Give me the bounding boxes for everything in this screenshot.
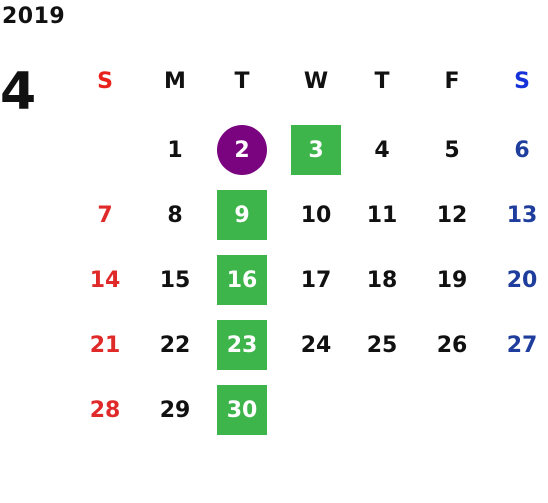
day-cell[interactable]: 21 — [70, 320, 140, 370]
day-cell[interactable]: 23 — [207, 320, 277, 370]
day-number: 4 — [374, 137, 390, 163]
day-cell[interactable]: 18 — [347, 255, 417, 305]
day-number: 2 — [234, 137, 250, 163]
highlight-marker — [291, 125, 341, 175]
day-number: 30 — [226, 397, 258, 423]
calendar-month: 4 — [0, 62, 37, 122]
day-cell[interactable]: 7 — [70, 190, 140, 240]
weekday-label: S — [514, 68, 530, 94]
day-cell[interactable]: 30 — [207, 385, 277, 435]
weekday-label: S — [97, 68, 113, 94]
day-number: 10 — [300, 202, 332, 228]
day-number: 8 — [167, 202, 183, 228]
day-number: 22 — [159, 332, 191, 358]
weekday-label: T — [374, 68, 390, 94]
day-number: 29 — [159, 397, 191, 423]
day-cell[interactable]: 12 — [417, 190, 487, 240]
weekday-label: F — [444, 68, 460, 94]
day-number: 28 — [89, 397, 121, 423]
day-number: 14 — [89, 267, 121, 293]
day-number: 20 — [506, 267, 538, 293]
day-cell[interactable]: 1 — [140, 125, 210, 175]
day-cell[interactable]: 19 — [417, 255, 487, 305]
highlight-marker — [217, 255, 267, 305]
day-number: 12 — [436, 202, 468, 228]
day-cell[interactable]: 28 — [70, 385, 140, 435]
day-cell[interactable]: 6 — [487, 125, 548, 175]
day-cell[interactable]: 8 — [140, 190, 210, 240]
day-cell[interactable]: 5 — [417, 125, 487, 175]
day-number: 5 — [444, 137, 460, 163]
day-number: 16 — [226, 267, 258, 293]
day-number: 21 — [89, 332, 121, 358]
day-cell[interactable]: 27 — [487, 320, 548, 370]
day-cell[interactable]: 11 — [347, 190, 417, 240]
day-cell[interactable]: 16 — [207, 255, 277, 305]
day-cell[interactable]: 25 — [347, 320, 417, 370]
weekday-label: W — [303, 68, 329, 94]
highlight-marker — [217, 190, 267, 240]
day-cell[interactable]: 10 — [281, 190, 351, 240]
today-marker — [217, 125, 267, 175]
day-number: 19 — [436, 267, 468, 293]
day-cell[interactable]: 29 — [140, 385, 210, 435]
day-number: 26 — [436, 332, 468, 358]
day-number: 9 — [234, 202, 250, 228]
day-cell[interactable]: 4 — [347, 125, 417, 175]
day-number: 15 — [159, 267, 191, 293]
day-number: 13 — [506, 202, 538, 228]
day-cell[interactable]: 9 — [207, 190, 277, 240]
day-number: 24 — [300, 332, 332, 358]
day-cell[interactable]: 26 — [417, 320, 487, 370]
day-cell[interactable]: 13 — [487, 190, 548, 240]
highlight-marker — [217, 320, 267, 370]
day-cell[interactable]: 15 — [140, 255, 210, 305]
weekday-label: T — [234, 68, 250, 94]
calendar-year: 2019 — [2, 4, 66, 29]
day-cell[interactable]: 2 — [207, 125, 277, 175]
day-cell[interactable]: 24 — [281, 320, 351, 370]
day-cell[interactable]: 14 — [70, 255, 140, 305]
day-number: 27 — [506, 332, 538, 358]
day-number: 18 — [366, 267, 398, 293]
highlight-marker — [217, 385, 267, 435]
day-cell[interactable]: 3 — [281, 125, 351, 175]
day-number: 25 — [366, 332, 398, 358]
day-number: 3 — [308, 137, 324, 163]
day-number: 1 — [167, 137, 183, 163]
day-number: 17 — [300, 267, 332, 293]
day-cell[interactable]: 22 — [140, 320, 210, 370]
day-cell[interactable]: 20 — [487, 255, 548, 305]
weekday-label: M — [164, 68, 186, 94]
day-cell[interactable]: 17 — [281, 255, 351, 305]
day-number: 7 — [97, 202, 113, 228]
day-number: 6 — [514, 137, 530, 163]
day-number: 23 — [226, 332, 258, 358]
day-number: 11 — [366, 202, 398, 228]
